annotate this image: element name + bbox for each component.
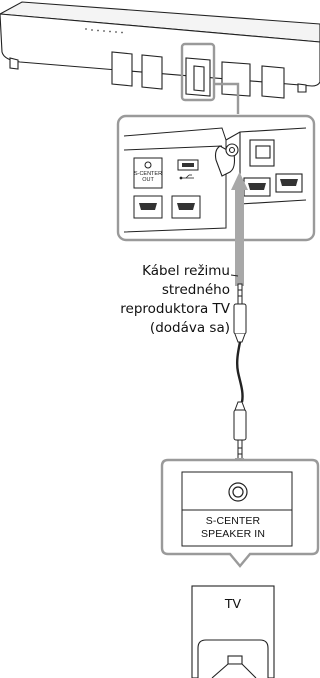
callout-box [180,42,216,102]
callout-leader [214,82,240,114]
grill-dots [85,28,123,34]
soundbar [0,1,320,99]
cable-caption-line3: reproduktora TV [120,301,230,317]
tv-illustration [191,585,275,678]
cable-caption-line1: Kábel režimu [142,263,230,279]
cable-caption: Kábel režimu stredného reproduktora TV (… [50,262,230,338]
cable-arrow-top [231,172,248,286]
soundbar-detail-panel [116,114,316,242]
s-center-speaker-in-label: S-CENTER SPEAKER IN [178,515,288,541]
s-center-out-label: S-CENTER OUT [133,171,163,183]
tv-port-line2: SPEAKER IN [200,528,266,540]
plug-icon [233,303,247,335]
tv-port-line1: S-CENTER [205,515,261,527]
hdmi-port-icon [248,183,266,190]
tv-label: TV [224,596,242,611]
cable-caption-line2: stredného [161,282,230,298]
usb-icon [179,174,194,180]
cable-caption-line4: (dodáva sa) [149,320,230,336]
tv-port-panel [160,458,320,568]
caption-leader [230,274,239,277]
cable [233,283,247,461]
s-center-out-line1: S-CENTER [133,171,163,177]
s-center-out-line2: OUT [142,177,154,183]
s-center-out-jack [144,161,152,169]
